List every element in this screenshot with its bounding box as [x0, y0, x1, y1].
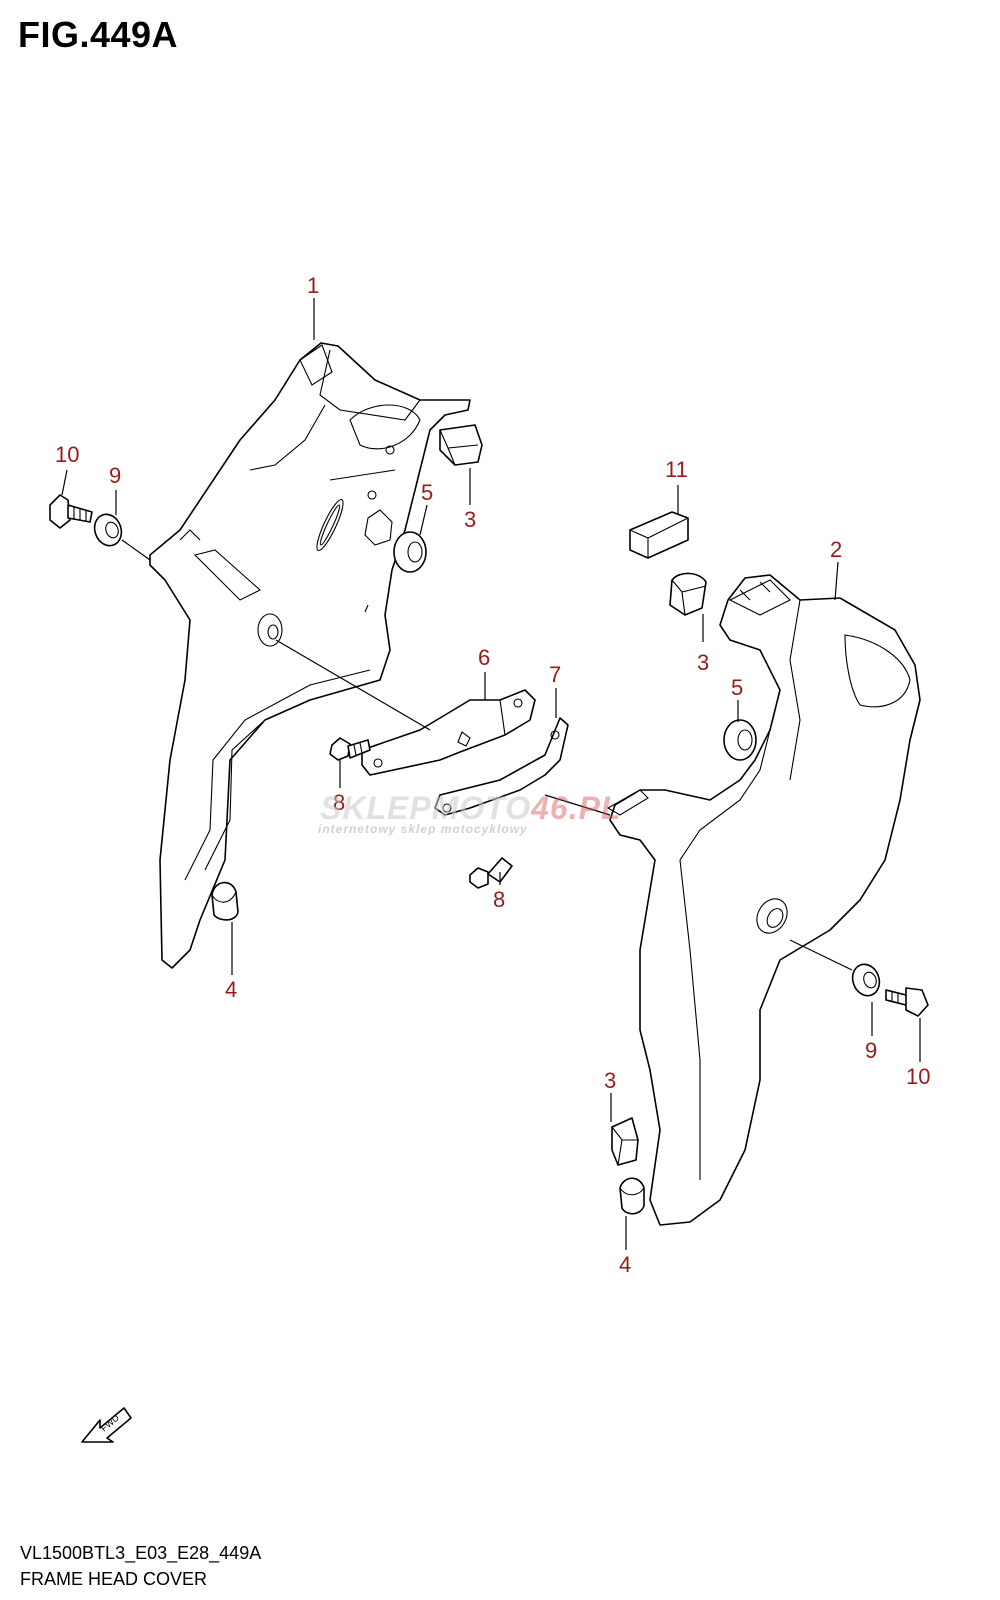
callout-3-upper-right: 3 [697, 650, 709, 675]
callout-5-right: 5 [731, 675, 743, 700]
section-title: FRAME HEAD COVER [20, 1569, 208, 1589]
part-8-bolt-upper [329, 737, 371, 761]
callout-10-right: 10 [906, 1064, 930, 1089]
callout-3-lower: 3 [604, 1068, 616, 1093]
callouts: 1 10 9 5 3 11 2 3 6 7 5 8 8 4 9 10 3 4 [55, 273, 930, 1277]
fwd-arrow-icon: FWD [81, 1407, 132, 1443]
callout-9-left: 9 [109, 463, 121, 488]
callout-1: 1 [307, 273, 319, 298]
part-9-collar-left [93, 513, 123, 547]
part-5-grommet-right [723, 719, 757, 761]
part-4-cushion-left [211, 881, 239, 921]
part-7-stay [434, 717, 569, 816]
part-10-bolt-left [49, 494, 93, 529]
model-code: VL1500BTL3_E03_E28_449A [20, 1543, 262, 1563]
part-4-cushion-lower [619, 1177, 645, 1215]
part-3-cushion-upper-right [669, 572, 707, 616]
figure-title: FIG.449A [18, 14, 179, 55]
callout-4-lower: 4 [619, 1252, 631, 1277]
callout-9-right: 9 [865, 1038, 877, 1063]
part-3-cushion-upper-left [439, 424, 483, 466]
callout-8-upper: 8 [333, 790, 345, 815]
callout-2: 2 [830, 537, 842, 562]
connection-lines [121, 539, 853, 971]
part-3-cushion-lower [611, 1117, 639, 1166]
callout-10-left: 10 [55, 442, 79, 467]
callout-4-left: 4 [225, 977, 237, 1002]
watermark-brand: SKLEPMOTO46.PL [320, 790, 622, 826]
part-1-left-cover [149, 342, 471, 969]
watermark-tagline: internetowy sklep motocyklowy [318, 822, 528, 836]
callout-7: 7 [549, 662, 561, 687]
part-6-bracket [361, 689, 536, 776]
callout-8-lower: 8 [493, 887, 505, 912]
part-2-right-cover [606, 574, 921, 1226]
part-10-bolt-right [885, 987, 929, 1017]
callout-5-left: 5 [421, 480, 433, 505]
part-5-grommet-left [393, 531, 427, 573]
part-11-cushion-block [629, 511, 689, 559]
callout-11: 11 [665, 457, 688, 482]
callout-3-upper-left: 3 [464, 507, 476, 532]
part-8-bolt-lower [469, 857, 513, 889]
leader-lines [61, 298, 921, 1250]
part-9-collar-right [851, 963, 881, 997]
callout-6: 6 [478, 645, 490, 670]
